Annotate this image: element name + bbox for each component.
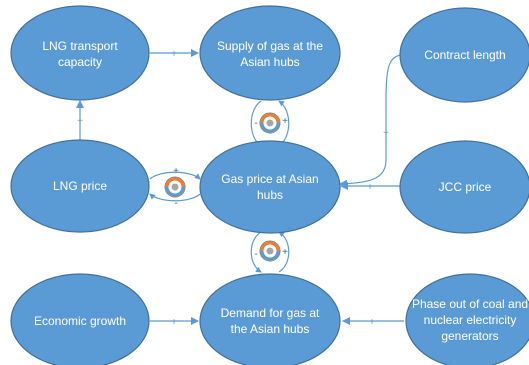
edge-sign-transport-to-supply: + bbox=[171, 49, 177, 60]
node-label-line: Contract length bbox=[424, 48, 505, 62]
node-phase-out: Phase out of coal and nuclear electricit… bbox=[405, 273, 529, 365]
loop-sign-left: - bbox=[254, 118, 257, 129]
node-label-line: Demand for gas at bbox=[221, 306, 320, 320]
loop-sign-bottom: - bbox=[174, 198, 177, 209]
node-jcc-price: JCC price bbox=[399, 140, 529, 234]
edge-sign-phaseout-to-demand: + bbox=[369, 317, 375, 328]
balancing-loop-icon bbox=[259, 112, 281, 134]
edge-sign-jcc-to-gasprice: + bbox=[367, 182, 373, 193]
edge-sign-contract-to-gasprice: + bbox=[383, 128, 389, 139]
balancing-loop-icon bbox=[164, 176, 186, 198]
loop-lngprice-gasprice: + - bbox=[149, 166, 201, 209]
node-label-line: Economic growth bbox=[34, 314, 126, 328]
node-demand-for-gas: Demand for gas at the Asian hubs bbox=[199, 273, 341, 365]
node-label-line: Asian hubs bbox=[240, 55, 299, 69]
node-label-line: generators bbox=[441, 329, 498, 343]
balancing-loop-icon bbox=[259, 240, 281, 262]
edge-contract-to-gasprice bbox=[339, 54, 404, 188]
node-lng-price: LNG price bbox=[10, 139, 150, 233]
node-label-line: Supply of gas at the bbox=[217, 39, 323, 53]
node-contract-length: Contract length bbox=[399, 7, 529, 103]
edge-sign-growth-to-demand: + bbox=[171, 317, 177, 328]
loop-gasprice-demand: - + bbox=[250, 231, 290, 273]
node-label-line: hubs bbox=[257, 188, 283, 202]
node-label-line: JCC price bbox=[439, 180, 492, 194]
node-label-line: Gas price at Asian bbox=[221, 172, 318, 186]
node-economic-growth: Economic growth bbox=[10, 273, 150, 365]
loop-sign-right: + bbox=[282, 116, 288, 127]
loop-sign-top: + bbox=[173, 166, 179, 177]
node-label-line: the Asian hubs bbox=[231, 322, 310, 336]
node-label-line: nuclear electricity bbox=[424, 313, 517, 327]
edge-sign-lngprice-to-transport: + bbox=[77, 116, 83, 127]
node-gas-price-asian-hubs: Gas price at Asian hubs bbox=[199, 140, 341, 234]
node-supply-of-gas: Supply of gas at the Asian hubs bbox=[199, 5, 341, 101]
node-label-line: Phase out of coal and bbox=[412, 297, 528, 311]
loop-sign-left: - bbox=[254, 249, 257, 260]
node-label-line: capacity bbox=[58, 55, 102, 69]
node-lng-transport-capacity: LNG transport capacity bbox=[10, 5, 150, 101]
loop-sign-right: + bbox=[282, 247, 288, 258]
node-label-line: LNG price bbox=[53, 179, 107, 193]
loop-supply-gasprice: - + bbox=[250, 100, 290, 147]
node-label-line: LNG transport bbox=[42, 39, 118, 53]
